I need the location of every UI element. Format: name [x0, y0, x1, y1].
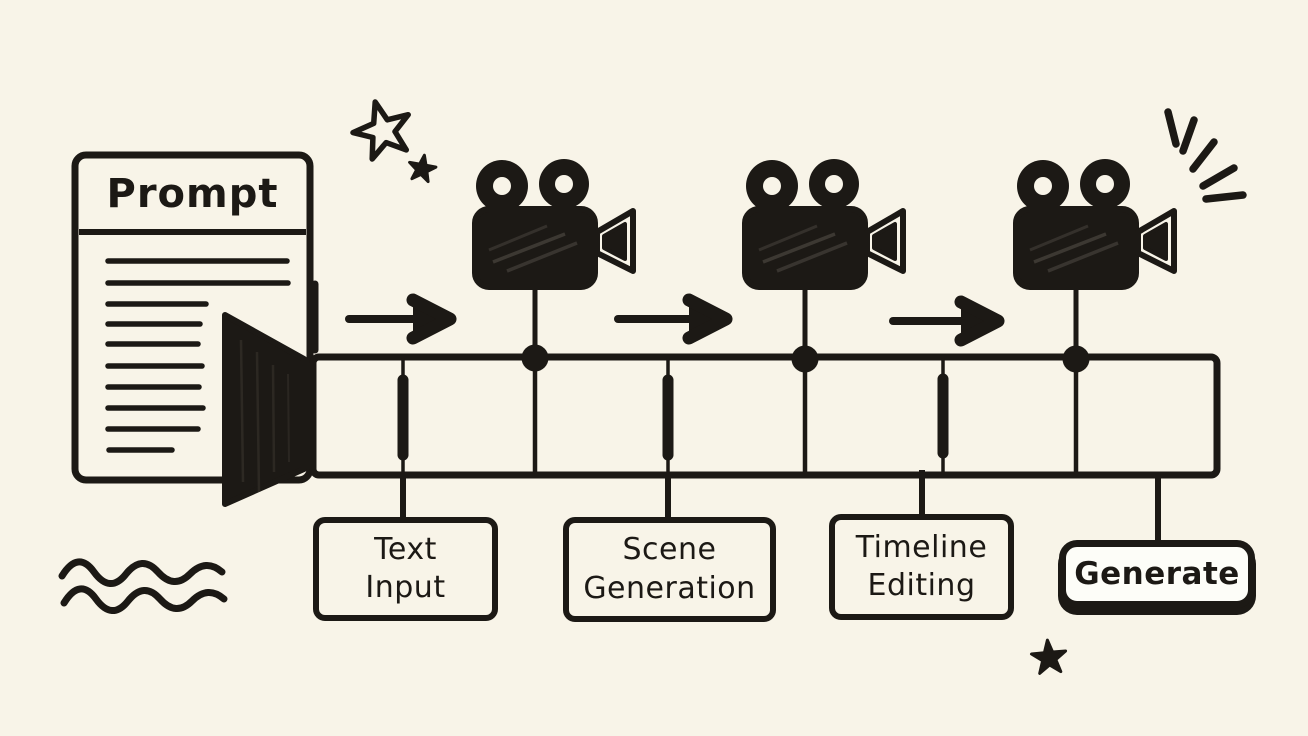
star-filled-small-icon	[408, 153, 438, 184]
stage-box-text-input: Text Input	[313, 517, 498, 621]
generate-button[interactable]: Generate	[1059, 540, 1255, 608]
arrow-right-icon	[614, 293, 733, 345]
stage-label: Timeline Editing	[855, 529, 988, 603]
document-text-lines	[105, 258, 291, 453]
funnel-icon	[222, 312, 307, 507]
double-squiggle-icon	[58, 558, 228, 614]
star-filled-icon	[1030, 638, 1068, 675]
stage-label: Text Input	[365, 531, 446, 605]
arrow-right-icon	[889, 295, 1005, 347]
clip-markers	[397, 373, 949, 461]
decorations	[58, 99, 1247, 675]
burst-lines-icon	[1164, 108, 1247, 203]
strip-outline	[309, 353, 1221, 479]
stage-box-timeline-editing: Timeline Editing	[829, 514, 1014, 620]
flow-arrows	[345, 293, 1005, 347]
video-camera-icon	[475, 159, 633, 356]
prompt-document-title: Prompt	[106, 171, 279, 217]
stage-box-scene-generation: Scene Generation	[563, 517, 776, 622]
stage-label: Scene Generation	[583, 532, 756, 606]
video-camera-icon	[1016, 159, 1174, 356]
prompt-document	[71, 151, 314, 507]
camera-stems	[532, 358, 1079, 474]
star-outline-icon	[350, 99, 411, 162]
connector-lines	[400, 470, 1161, 542]
document-outline	[71, 151, 314, 484]
timeline-strip	[309, 280, 1221, 542]
generate-button-label: Generate	[1074, 556, 1240, 592]
video-camera-icon	[745, 159, 903, 356]
cameras	[475, 159, 1174, 356]
connector-dots	[521, 344, 1090, 373]
arrow-right-icon	[345, 293, 457, 345]
